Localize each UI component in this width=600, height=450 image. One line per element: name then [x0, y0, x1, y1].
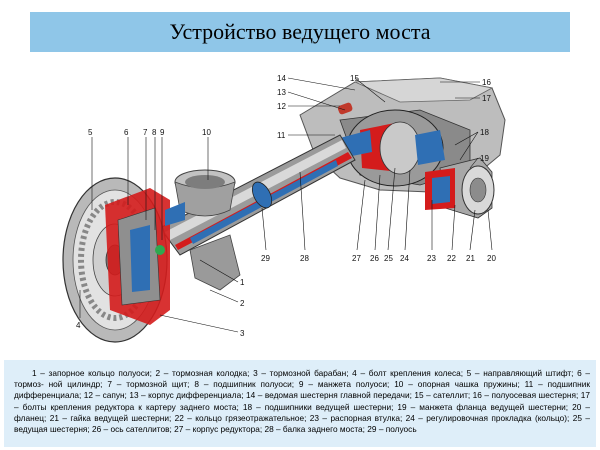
axle-diagram: 1 2 3 4 5 6 7 8 9 10 11 12 13 14 15 16 1… — [62, 74, 506, 343]
leader-lines — [79, 77, 493, 333]
callout-2: 2 — [240, 299, 245, 308]
callout-28: 28 — [300, 254, 309, 263]
callout-3: 3 — [240, 329, 245, 338]
callout-9: 9 — [160, 128, 165, 137]
callout-11: 11 — [277, 131, 286, 140]
callout-12: 12 — [277, 102, 286, 111]
callout-24: 24 — [400, 254, 409, 263]
callout-20: 20 — [487, 254, 496, 263]
callout-22: 22 — [447, 254, 456, 263]
title-bar: Устройство ведущего моста — [30, 12, 570, 52]
callout-8: 8 — [152, 128, 157, 137]
legend-box: 1 – запорное кольцо полуоси; 2 – тормозн… — [4, 360, 596, 447]
callout-17: 17 — [482, 94, 491, 103]
callout-14: 14 — [277, 74, 286, 83]
callout-1: 1 — [240, 278, 245, 287]
axle-tube — [159, 134, 356, 256]
callout-18: 18 — [480, 128, 489, 137]
callout-numbers: 1 2 3 4 5 6 7 8 9 10 11 12 13 14 15 16 1… — [76, 74, 496, 338]
callout-27: 27 — [352, 254, 361, 263]
callout-13: 13 — [277, 88, 286, 97]
callout-7: 7 — [143, 128, 148, 137]
differential-housing — [299, 77, 506, 219]
callout-4: 4 — [76, 321, 81, 330]
callout-23: 23 — [427, 254, 436, 263]
brake-drum — [62, 177, 185, 343]
callout-15: 15 — [350, 74, 359, 83]
callout-25: 25 — [384, 254, 393, 263]
callout-29: 29 — [261, 254, 270, 263]
callout-16: 16 — [482, 78, 491, 87]
spring-cup — [174, 169, 236, 217]
callout-21: 21 — [466, 254, 475, 263]
callout-6: 6 — [124, 128, 129, 137]
page-title: Устройство ведущего моста — [169, 19, 431, 44]
callout-10: 10 — [202, 128, 211, 137]
legend-text: 1 – запорное кольцо полуоси; 2 – тормозн… — [14, 368, 590, 435]
callout-5: 5 — [88, 128, 93, 137]
callout-19: 19 — [480, 154, 489, 163]
callout-26: 26 — [370, 254, 379, 263]
